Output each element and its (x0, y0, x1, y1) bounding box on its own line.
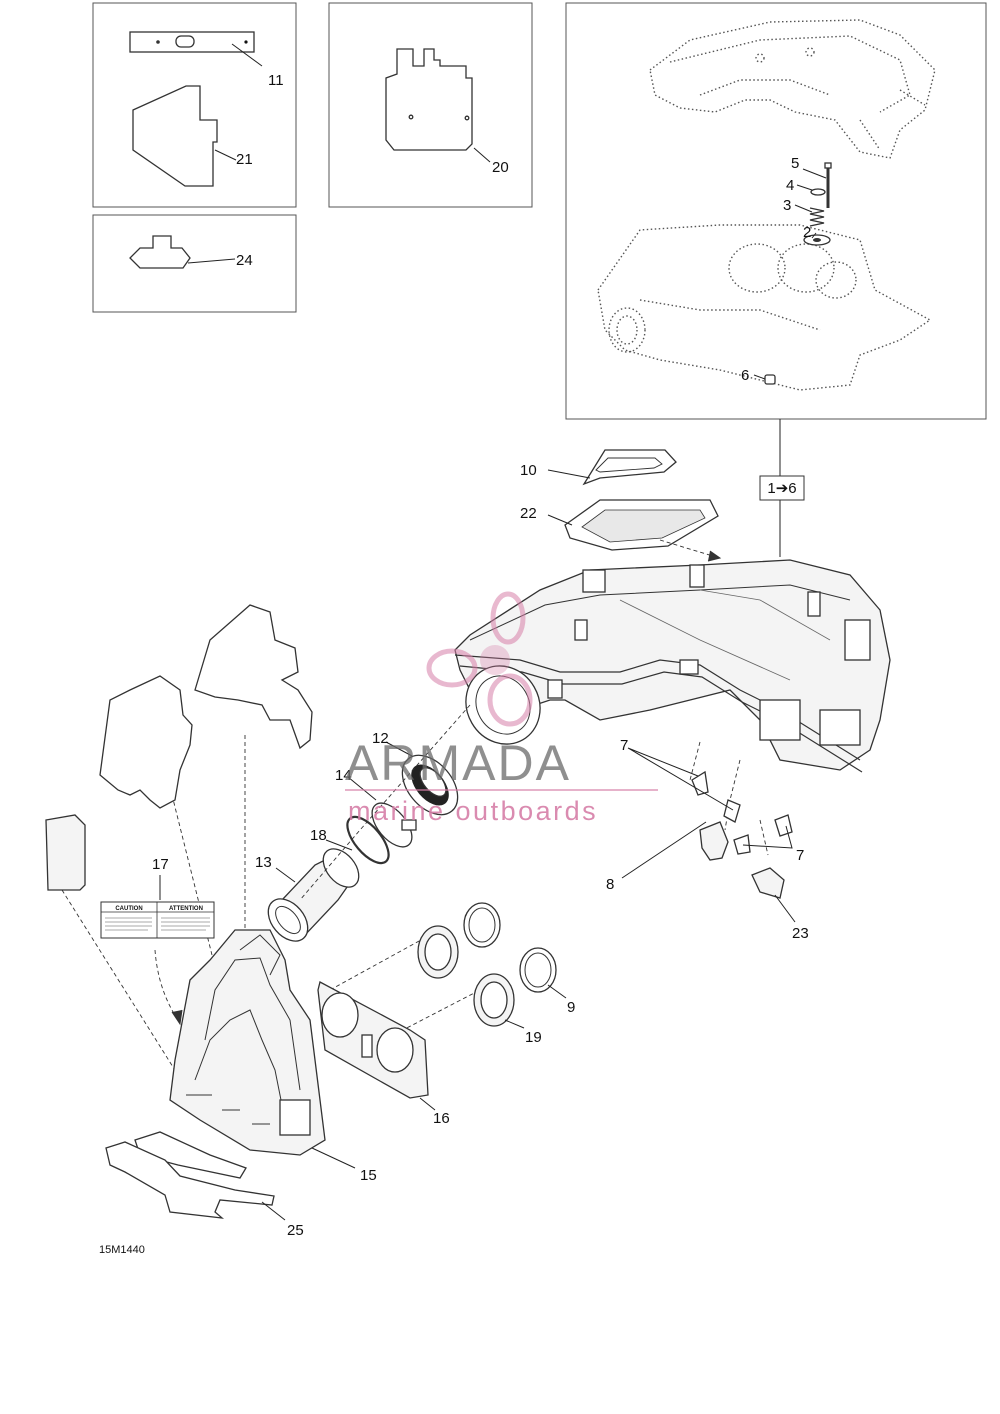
callout-20: 20 (492, 159, 509, 176)
range-box-label: 1➔6 (767, 480, 796, 497)
watermark-subtitle: marine outboards (348, 796, 598, 826)
svg-text:CAUTION: CAUTION (115, 906, 142, 912)
part-11-strip (129, 31, 255, 53)
callout-14: 14 (335, 767, 352, 784)
part-8-bracket (699, 821, 729, 861)
part-5-screw (824, 162, 832, 208)
part-15-housing (169, 929, 326, 1156)
inset-box-24 (92, 214, 297, 313)
callout-10: 10 (520, 462, 537, 479)
inset-box-11-21 (92, 2, 297, 208)
callout-19: 19 (525, 1029, 542, 1046)
callout-23: 23 (792, 925, 809, 942)
callout-12: 12 (372, 730, 389, 747)
part-7-clip-upper (691, 770, 741, 823)
drawing-code: 15M1440 (99, 1244, 145, 1256)
range-box-1-6 (759, 475, 805, 501)
part-16-plate (317, 981, 429, 1099)
inset-box-1-6 (565, 2, 987, 420)
callout-3: 3 (783, 197, 791, 214)
callout-11: 11 (268, 72, 284, 89)
callout-7-lower: 7 (796, 847, 804, 864)
callout-15: 15 (360, 1167, 377, 1184)
inset-airbox-lower-ghost (597, 224, 932, 391)
callout-4: 4 (786, 177, 794, 194)
callout-2: 2 (803, 224, 811, 241)
callout-13: 13 (255, 854, 272, 871)
inset-box-20 (328, 2, 533, 208)
part-filter-pad (45, 814, 86, 891)
part-19-sleeve-lower (473, 973, 515, 1027)
part-3-spring (809, 207, 825, 227)
callout-8: 8 (606, 876, 614, 893)
part-23-holder (751, 867, 785, 899)
callout-21: 21 (236, 151, 253, 168)
part-2-grommet (803, 234, 831, 246)
part-14-clamp (371, 802, 417, 848)
callout-5: 5 (791, 155, 799, 172)
part-21-heat-shield (132, 85, 218, 187)
svg-text:ATTENTION: ATTENTION (169, 906, 203, 912)
part-airbox-main (454, 559, 891, 773)
part-17-decal: CAUTION ATTENTION (100, 901, 215, 939)
part-18-o-ring (346, 815, 390, 865)
part-13-intake-tube (267, 848, 360, 942)
part-19-sleeve-upper (417, 925, 459, 979)
callout-9: 9 (567, 999, 575, 1016)
part-24-foam (129, 235, 191, 269)
watermark: ARMADA marine outboards (345, 591, 658, 826)
part-9-clamp-lower (519, 947, 557, 993)
part-6-nut (764, 374, 776, 385)
callout-6: 6 (741, 367, 749, 384)
callout-7-upper: 7 (620, 737, 628, 754)
callout-24: 24 (236, 252, 253, 269)
watermark-logo-icon (426, 591, 533, 727)
part-25-pad (105, 1131, 275, 1219)
part-4-washer (810, 188, 826, 196)
part-10-gasket (582, 449, 677, 486)
callout-25: 25 (287, 1222, 304, 1239)
callout-17: 17 (152, 856, 169, 873)
callout-18: 18 (310, 827, 327, 844)
part-1-foam-middle (99, 675, 193, 809)
callout-22: 22 (520, 505, 537, 522)
part-20-insulator (385, 48, 473, 151)
part-1-foam-upper (194, 604, 313, 750)
part-12-seal (401, 754, 459, 816)
watermark-title: ARMADA (345, 735, 571, 791)
part-9-clamp-upper (463, 902, 501, 948)
inset-airbox-upper-ghost (649, 19, 936, 159)
callout-16: 16 (433, 1110, 450, 1127)
